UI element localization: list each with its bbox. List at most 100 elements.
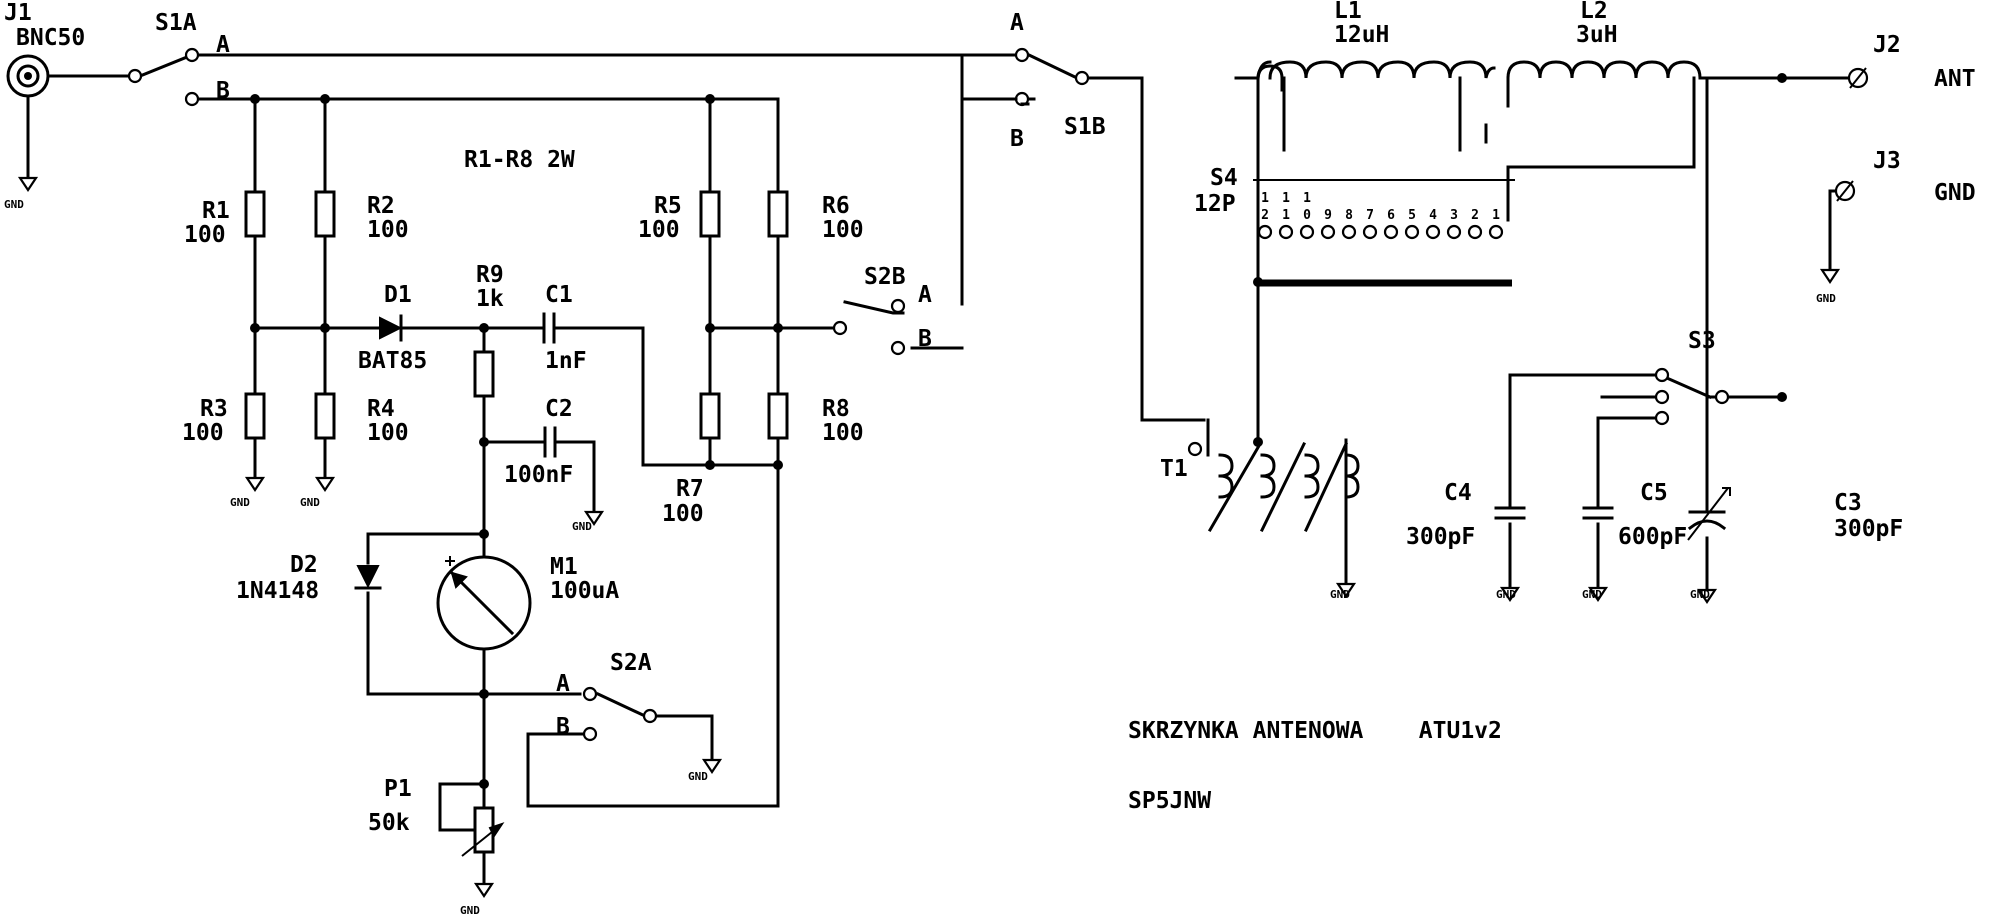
c2-value: 100nF <box>504 462 573 488</box>
r9-value: 1k <box>476 286 504 312</box>
c5-value: 600pF <box>1618 524 1687 550</box>
s2a-ref: S2A <box>610 650 652 676</box>
d1-ref: D1 <box>384 282 412 308</box>
resistor-r9 <box>473 350 495 398</box>
s4-tap-switch <box>1253 76 1515 287</box>
capacitor-c2 <box>543 426 557 458</box>
c5-ref: C5 <box>1640 480 1668 506</box>
s4-ref: S4 <box>1210 165 1238 191</box>
r3-value: 100 <box>182 420 224 446</box>
c3-ref: C3 <box>1834 490 1862 516</box>
s4-tap-label: 5 <box>1408 208 1416 223</box>
l2-value: 3uH <box>1576 22 1618 48</box>
gnd-label-c5: GND <box>1582 588 1602 601</box>
r8-value: 100 <box>822 420 864 446</box>
d1-value: BAT85 <box>358 348 427 374</box>
gnd-symbols <box>17 176 1841 898</box>
s2a-pos-a: A <box>556 671 570 697</box>
s1b-ref: S1B <box>1064 114 1106 140</box>
tuner-wiring <box>1234 76 1852 592</box>
gnd-label-p1: GND <box>460 904 480 917</box>
gnd-label-s2a: GND <box>688 770 708 783</box>
c2-ref: C2 <box>545 396 573 422</box>
j3-ground-terminal <box>1834 180 1856 202</box>
s4-tap-label: 6 <box>1387 208 1395 223</box>
capacitor-c4 <box>1494 506 1526 520</box>
gnd-label-c3: GND <box>1690 588 1710 601</box>
capacitor-c5 <box>1582 506 1614 520</box>
r7-value: 100 <box>662 501 704 527</box>
c3-value: 300pF <box>1834 516 1903 542</box>
resistor-r5 <box>699 190 721 238</box>
j1-ref: J1 <box>4 0 32 26</box>
r1-value: 100 <box>184 222 226 248</box>
r2-ref: R2 <box>367 193 395 219</box>
resistor-r1 <box>244 190 266 238</box>
j3-label: GND <box>1934 180 1976 206</box>
s2b-ref: S2B <box>864 264 906 290</box>
s4-tap-label: 3 <box>1450 208 1458 223</box>
inductor-l2 <box>1506 60 1702 80</box>
r3-ref: R3 <box>200 396 228 422</box>
gnd-label-c4: GND <box>1496 588 1516 601</box>
gnd-label-t1: GND <box>1330 588 1350 601</box>
s1a-pos-b: B <box>216 78 230 104</box>
r7-ref: R7 <box>676 476 704 502</box>
labels: J1 BNC50 GND S1A A B A B S1B R1-R8 2W R1… <box>4 0 1976 917</box>
resistor-r6 <box>767 190 789 238</box>
resistor-bodies <box>244 190 789 440</box>
r6-value: 100 <box>822 217 864 243</box>
s2a-pos-b: B <box>556 714 570 740</box>
l1-ref: L1 <box>1334 0 1362 24</box>
p1-value: 50k <box>368 810 410 836</box>
j3-ref: J3 <box>1873 148 1901 174</box>
s1b-pos-b: B <box>1010 126 1024 152</box>
s1a-pos-a: A <box>216 32 230 58</box>
d2-value: 1N4148 <box>236 578 319 604</box>
r8-ref: R8 <box>822 396 850 422</box>
s2b-pos-a: A <box>918 282 932 308</box>
j2-label: ANT <box>1934 66 1976 92</box>
c4-value: 300pF <box>1406 524 1475 550</box>
c4-ref: C4 <box>1444 480 1472 506</box>
p1-ref: P1 <box>384 776 412 802</box>
meter-m1 <box>436 555 532 651</box>
inductor-l1 <box>1256 60 1496 92</box>
j1-value: BNC50 <box>16 25 85 51</box>
capacitor-c1 <box>542 312 556 344</box>
s4-tap-label: 8 <box>1345 208 1353 223</box>
gnd-label-r4: GND <box>300 496 320 509</box>
wiring <box>26 52 1206 886</box>
resistor-r7 <box>699 392 721 440</box>
j2-antenna-terminal <box>1847 67 1869 89</box>
page-title: SKRZYNKA ANTENOWA ATU1v2 <box>1128 718 1502 744</box>
s3-ref: S3 <box>1688 328 1716 354</box>
r9-ref: R9 <box>476 262 504 288</box>
s4-tap-label: 4 <box>1429 208 1437 223</box>
c1-value: 1nF <box>545 348 587 374</box>
s4-tap-label: 1 <box>1492 208 1500 223</box>
s1b-pos-a: A <box>1010 10 1024 36</box>
j1-bnc-connector <box>6 54 50 98</box>
potentiometer-p1 <box>438 782 505 857</box>
s4-tap-label: 7 <box>1366 208 1374 223</box>
l2-ref: L2 <box>1580 0 1608 24</box>
diode-d1 <box>379 314 403 342</box>
l1-tap-marks <box>1282 123 1488 144</box>
t1-ref: T1 <box>1160 456 1188 482</box>
r1-ref: R1 <box>202 198 230 224</box>
s2b-pos-b: B <box>918 326 932 352</box>
r5-value: 100 <box>638 217 680 243</box>
j2-ref: J2 <box>1873 32 1901 58</box>
author-callsign: SP5JNW <box>1128 788 1211 814</box>
gnd-label-c2: GND <box>572 520 592 533</box>
r4-ref: R4 <box>367 396 395 422</box>
transformer-t1 <box>1187 418 1360 533</box>
r5-ref: R5 <box>654 193 682 219</box>
r4-value: 100 <box>367 420 409 446</box>
d2-ref: D2 <box>290 552 318 578</box>
s4-tap-label: 9 <box>1324 208 1332 223</box>
